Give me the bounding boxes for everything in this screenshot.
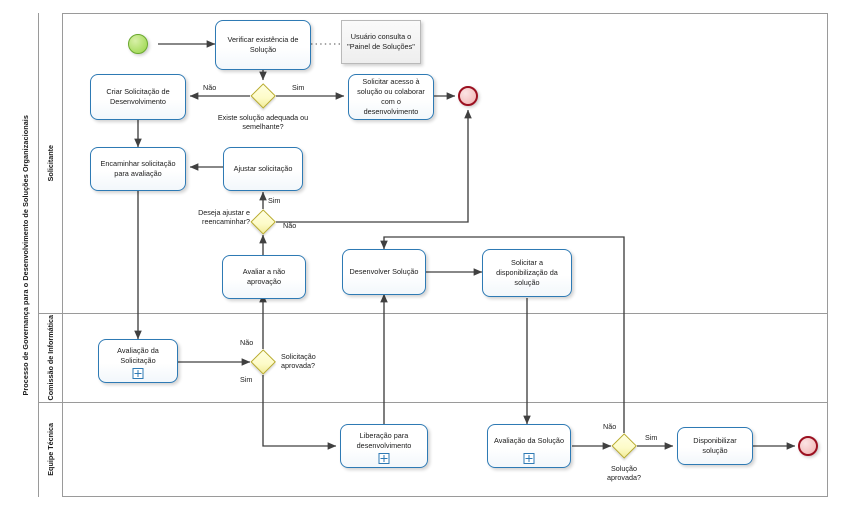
task-disponibilizar-solucao[interactable]: Disponibilizar solução — [677, 427, 753, 465]
lane-header-equipe: Equipe Técnica — [39, 402, 63, 497]
flow-label-existe-nao: Não — [203, 83, 217, 92]
subprocess-expand-icon[interactable] — [132, 368, 144, 379]
task-solicitar-disponibilizacao[interactable]: Solicitar a disponibilização da solução — [482, 249, 572, 297]
lane-label-comissao: Comissão de Informática — [46, 314, 55, 401]
task-liberacao-desenvolvimento[interactable]: Liberação para desenvolvimento — [340, 424, 428, 468]
gateway-deseja-ajustar[interactable] — [249, 208, 276, 235]
lane-header-solicitante: Solicitante — [39, 13, 63, 313]
gateway-existe-solucao[interactable] — [249, 82, 276, 109]
lane-label-equipe: Equipe Técnica — [46, 423, 55, 476]
task-label: Solicitar acesso à solução ou colaborar … — [357, 77, 425, 116]
flow-label-existe-sim: Sim — [292, 83, 305, 92]
pool-label-text: Processo de Governança para o Desenvolvi… — [21, 114, 30, 396]
flow-label-sol-aprov-nao: Não — [603, 422, 617, 431]
lane-label-solicitante: Solicitante — [46, 144, 55, 182]
annotation-text: Usuário consulta o "Painel de Soluções" — [347, 32, 415, 51]
task-label: Disponibilizar solução — [693, 436, 737, 455]
subprocess-expand-icon[interactable] — [523, 453, 535, 464]
task-label: Criar Solicitação de Desenvolvimento — [106, 87, 170, 106]
task-avaliacao-da-solucao[interactable]: Avaliação da Solução — [487, 424, 571, 468]
flow-label-ajustar-nao: Não — [283, 221, 297, 230]
task-label: Liberação para desenvolvimento — [356, 431, 412, 450]
gateway-label-deseja-ajustar: Deseja ajustar e reencaminhar? — [198, 208, 250, 227]
flow-label-sol-aprov-sim: Sim — [645, 433, 658, 442]
task-label: Avaliação da Solicitação — [117, 346, 159, 365]
gateway-label-solicitacao-aprovada: Solicitação aprovada? — [281, 352, 316, 371]
task-ajustar-solicitacao[interactable]: Ajustar solicitação — [223, 147, 303, 191]
task-label: Avaliação da Solução — [493, 436, 565, 446]
task-label: Solicitar a disponibilização da solução — [496, 258, 558, 287]
gateway-solucao-aprovada[interactable] — [610, 432, 637, 459]
task-avaliacao-da-solicitacao[interactable]: Avaliação da Solicitação — [98, 339, 178, 383]
text-annotation-painel-solucoes: Usuário consulta o "Painel de Soluções" — [341, 20, 421, 64]
task-label: Ajustar solicitação — [233, 164, 293, 174]
gateway-label-solucao-aprovada: Solução aprovada? — [607, 464, 641, 483]
flow-label-ajustar-sim: Sim — [268, 196, 281, 205]
flow-label-aprovada-nao: Não — [240, 338, 254, 347]
pool-label: Processo de Governança para o Desenvolvi… — [13, 13, 39, 497]
task-verificar-existencia[interactable]: Verificar existência de Solução — [215, 20, 311, 70]
task-label: Encaminhar solicitação para avaliação — [100, 159, 176, 178]
gateway-label-existe-solucao: Existe solução adequada ou semelhante? — [217, 113, 309, 132]
task-desenvolver-solucao[interactable]: Desenvolver Solução — [342, 249, 426, 295]
task-criar-solicitacao[interactable]: Criar Solicitação de Desenvolvimento — [90, 74, 186, 120]
lane-divider-2 — [39, 402, 828, 403]
lane-divider-1 — [39, 313, 828, 314]
start-event[interactable] — [128, 34, 148, 54]
task-label: Avaliar a não aprovação — [242, 267, 286, 286]
task-avaliar-nao-aprovacao[interactable]: Avaliar a não aprovação — [222, 255, 306, 299]
task-solicitar-acesso[interactable]: Solicitar acesso à solução ou colaborar … — [348, 74, 434, 120]
task-encaminhar-solicitacao[interactable]: Encaminhar solicitação para avaliação — [90, 147, 186, 191]
end-event-top[interactable] — [458, 86, 478, 106]
subprocess-expand-icon[interactable] — [378, 453, 390, 464]
task-label: Verificar existência de Solução — [227, 35, 299, 54]
lane-header-comissao: Comissão de Informática — [39, 313, 63, 402]
flow-label-aprovada-sim: Sim — [240, 375, 253, 384]
task-label: Desenvolver Solução — [349, 267, 419, 277]
end-event-bottom[interactable] — [798, 436, 818, 456]
gateway-solicitacao-aprovada[interactable] — [249, 348, 276, 375]
